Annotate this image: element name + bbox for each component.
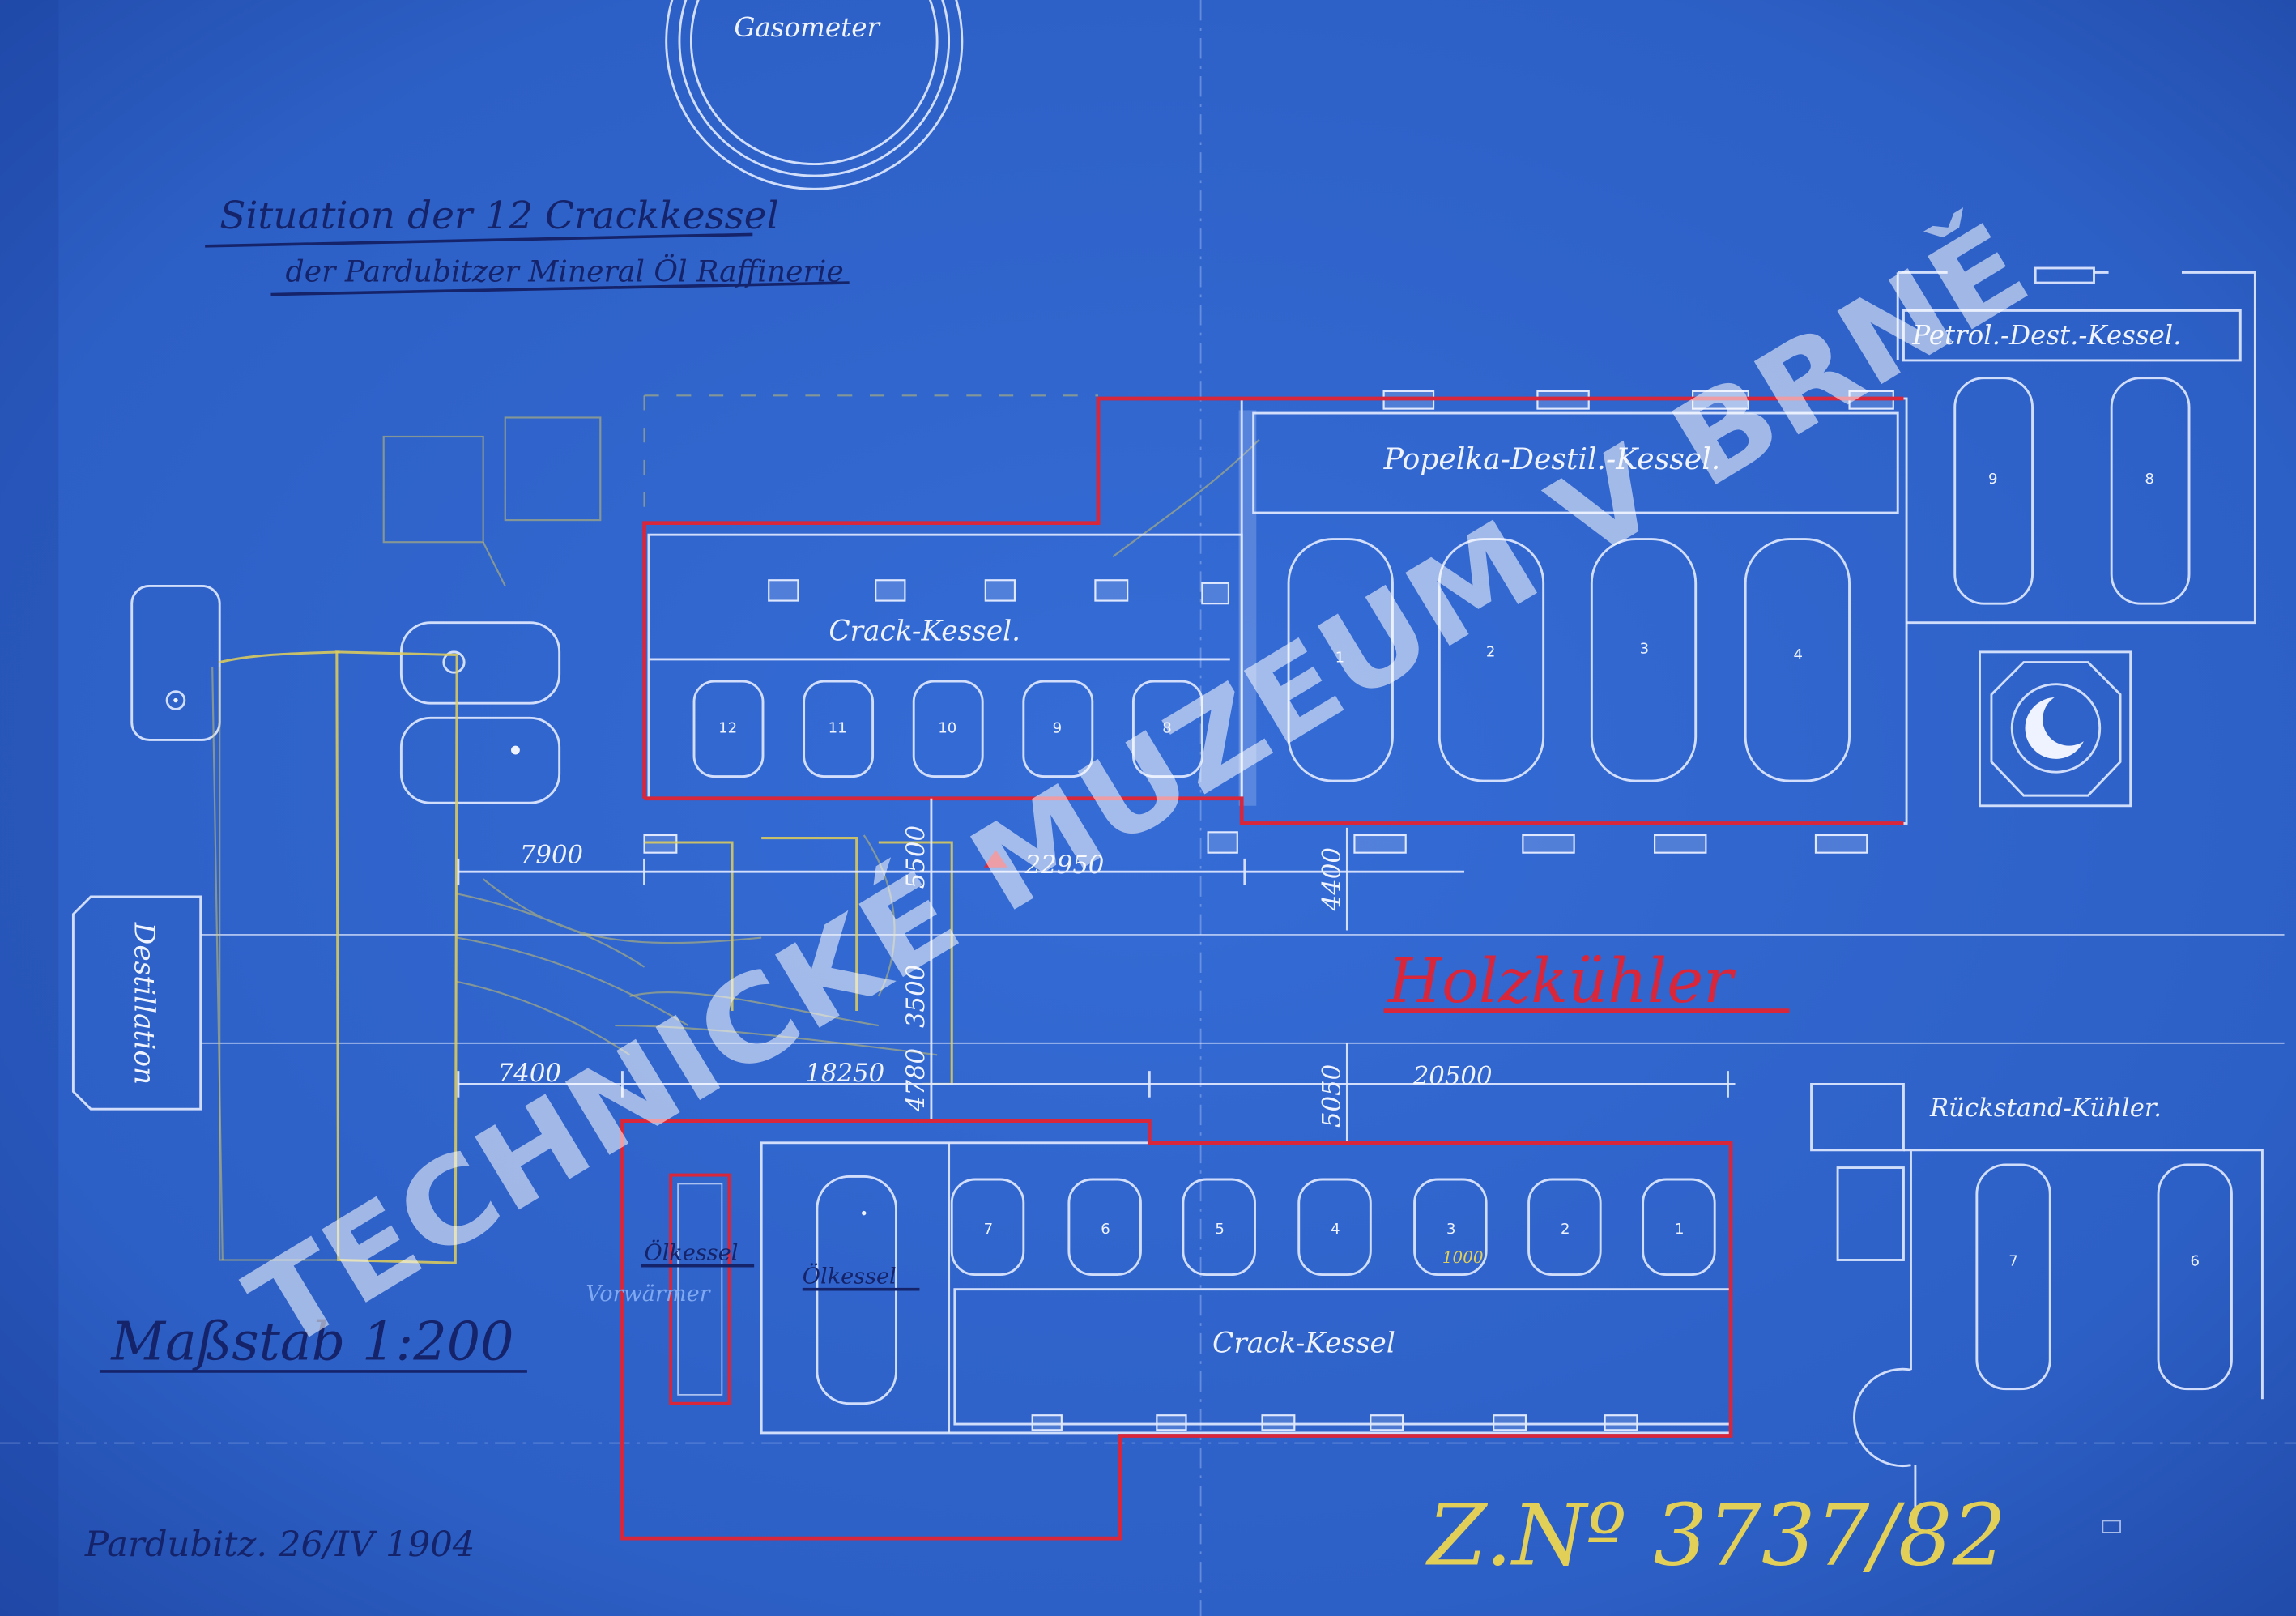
crack-vessel: 2 [1527, 1178, 1602, 1277]
gasometer: Gasometer [665, 0, 964, 190]
dimension-7900: 7900 [520, 840, 583, 869]
svg-text:3: 3 [1446, 1221, 1456, 1238]
petrol-vessel: 9 [1953, 377, 2034, 605]
svg-text:4: 4 [1794, 646, 1804, 663]
pencil-sketches [382, 394, 1260, 586]
horizontal-tank [399, 621, 561, 705]
dimension-22950: 22950 [1024, 851, 1105, 880]
left-vertical-tank [130, 585, 221, 741]
red-outline-upper [642, 396, 1904, 825]
svg-text:8: 8 [2145, 471, 2154, 488]
svg-text:2: 2 [1486, 643, 1496, 660]
svg-text:5: 5 [1215, 1221, 1225, 1238]
dimension-lower: 7400 18250 20500 5050 [457, 1043, 1736, 1143]
preheater: Ölkessel Vorwärmer [586, 1173, 755, 1405]
svg-text:1: 1 [1335, 650, 1345, 667]
svg-text:11: 11 [829, 719, 847, 736]
popelka-vessel: 1 [1287, 538, 1394, 782]
residue-cooler: Rückstand-Kühler. 7 6 [1810, 1082, 2264, 1533]
svg-text:12: 12 [718, 719, 737, 736]
crack-vessel: 6 [1067, 1178, 1142, 1277]
dimension-upper: 7900 22950 4400 [457, 827, 1465, 931]
residue-vessel: 7 [1975, 1163, 2051, 1391]
svg-text:3: 3 [1640, 641, 1650, 658]
scale-note: Maßstab 1:200 [99, 1311, 527, 1373]
crack-vessel: 5 [1182, 1178, 1256, 1277]
pencil-note: 1000 [1442, 1248, 1484, 1267]
red-outline-lower [620, 1119, 1733, 1541]
dimension-4400: 4400 [1317, 847, 1346, 911]
petrol-distillation-building: Petrol.-Dest.-Kessel. 9 8 [1896, 266, 2256, 625]
popelka-vessel: 2 [1438, 538, 1545, 782]
crack-vessel: 8 [1131, 680, 1203, 778]
crack-vessel: 12 [692, 680, 765, 778]
dimension-5050: 5050 [1317, 1064, 1346, 1128]
dimension-vertical: 5500 3500 4780 [901, 798, 933, 1121]
title-line-2: der Pardubitzer Mineral Öl Raffinerie [286, 254, 844, 288]
petrol-vessel: 8 [2110, 377, 2191, 605]
crack-vessel: 7 [950, 1178, 1025, 1277]
crack-vessel: 3 [1413, 1178, 1488, 1277]
dimension-4780: 4780 [901, 1048, 931, 1112]
dimension-7400: 7400 [498, 1059, 561, 1088]
drawing-title: Situation der 12 Crackkessel der Pardubi… [205, 194, 850, 296]
crack-vessel: 11 [803, 680, 875, 778]
residue-vessel: 6 [2157, 1163, 2233, 1391]
svg-text:1: 1 [1675, 1221, 1685, 1238]
popelka-vessel: 4 [1744, 538, 1851, 782]
dimension-20500: 20500 [1412, 1061, 1493, 1090]
crack-lower-label: Crack-Kessel [1212, 1327, 1395, 1359]
octagonal-chimney [1979, 650, 2132, 808]
crack-vessel: 1 [1642, 1178, 1716, 1277]
svg-text:10: 10 [938, 719, 956, 736]
scale-label: Maßstab 1:200 [110, 1311, 513, 1372]
crack-upper-label: Crack-Kessel. [829, 615, 1020, 647]
dimension-18250: 18250 [805, 1059, 884, 1088]
destillation-label: Destillation [127, 922, 160, 1085]
svg-text:8: 8 [1162, 719, 1172, 736]
petrol-distillation-label: Petrol.-Dest.-Kessel. [1911, 320, 2181, 351]
preheater-oil-label: Ölkessel [645, 1238, 739, 1265]
drawing-number: Z.Nº 3737/82 [1425, 1486, 2006, 1585]
svg-text:7: 7 [2008, 1253, 2018, 1270]
crack-vessel: 9 [1022, 680, 1094, 778]
svg-text:4: 4 [1331, 1221, 1340, 1238]
crack-vessel: 10 [912, 680, 984, 778]
paper-left-stain [0, 0, 59, 1616]
oil-boiler: Ölkessel [802, 1175, 920, 1405]
svg-text:7: 7 [984, 1221, 994, 1238]
destillation-building: Destillation [71, 895, 202, 1111]
crayon-sketches [211, 650, 953, 1264]
crack-building-upper: Crack-Kessel. 12 11 10 9 8 [643, 533, 1243, 854]
popelka-vessel: 3 [1590, 538, 1698, 782]
horizontal-tank [399, 716, 561, 804]
svg-text:9: 9 [1053, 719, 1063, 736]
wood-cooler-label: Holzkühler [1387, 945, 1736, 1017]
popelka-distillation-label: Popelka-Destil.-Kessel. [1383, 441, 1721, 476]
svg-text:6: 6 [1101, 1221, 1110, 1238]
dimension-5500: 5500 [901, 825, 931, 889]
svg-text:2: 2 [1561, 1221, 1570, 1238]
crack-vessel: 4 [1297, 1178, 1372, 1277]
svg-text:9: 9 [1988, 471, 1998, 488]
svg-text:6: 6 [2190, 1253, 2200, 1270]
dimension-3500: 3500 [901, 965, 931, 1028]
title-line-1: Situation der 12 Crackkessel [219, 194, 778, 238]
preheater-label: Vorwärmer [586, 1281, 711, 1307]
gasometer-label: Gasometer [734, 12, 881, 43]
place-date: Pardubitz. 26/IV 1904 [84, 1524, 475, 1565]
oil-boiler-label: Ölkessel [803, 1261, 897, 1289]
residue-cooler-label: Rückstand-Kühler. [1929, 1094, 2162, 1123]
wood-cooler: Holzkühler [1383, 945, 1790, 1017]
